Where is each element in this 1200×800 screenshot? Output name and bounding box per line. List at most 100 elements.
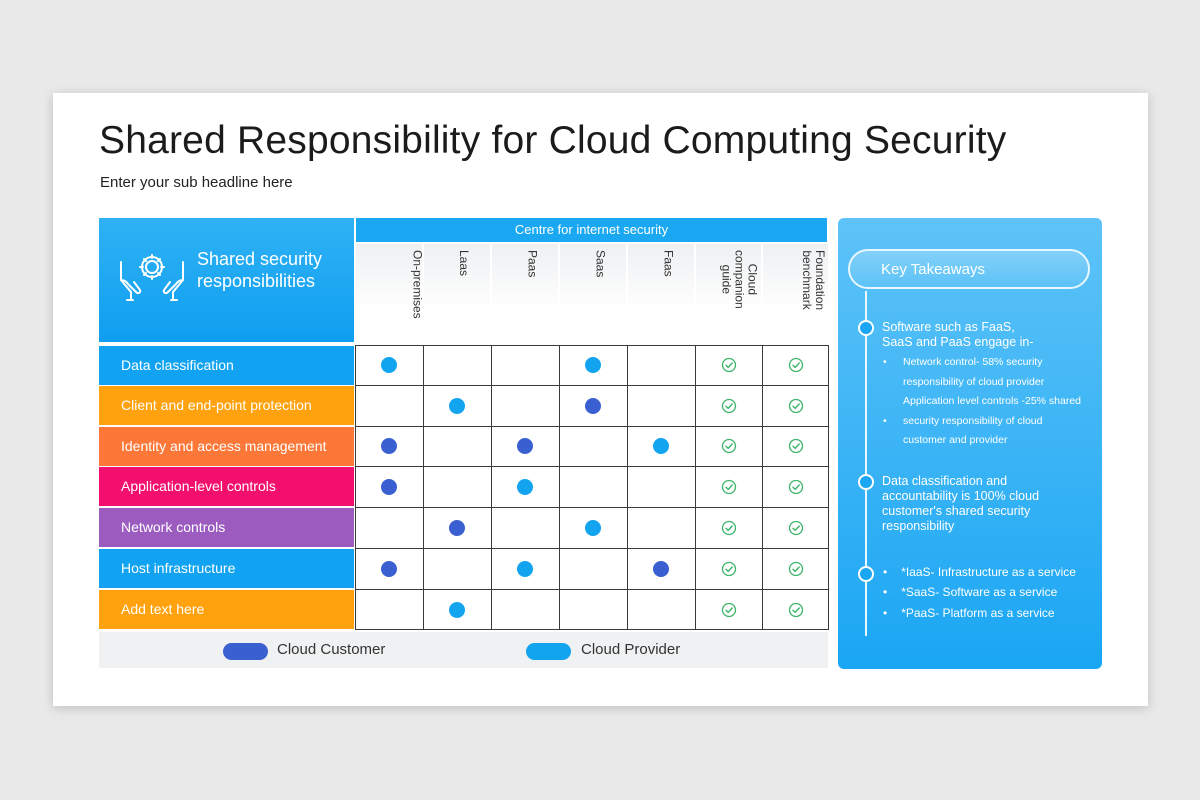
takeaway-text: SaaS and PaaS engage in-	[882, 335, 1034, 349]
check-icon	[721, 438, 737, 454]
check-icon	[721, 602, 737, 618]
timeline-line	[865, 291, 867, 636]
customer-dot	[449, 519, 465, 536]
grid-vline	[355, 345, 356, 630]
grid-hline	[355, 345, 829, 346]
corner-label: Shared security responsibilities	[197, 249, 323, 291]
row-label: Host infrastructure	[99, 549, 354, 588]
check-icon	[721, 398, 737, 414]
column-header: On-premises	[356, 244, 425, 341]
abbreviation-text: *IaaS- Infrastructure as a service	[901, 565, 1076, 579]
column-header-label: Faas	[661, 250, 676, 277]
customer-swatch	[223, 643, 268, 660]
key-takeaways-title: Key Takeaways	[881, 261, 985, 278]
takeaway-subpoints: •Network control- 58% security responsib…	[883, 353, 1093, 451]
check-icon	[788, 479, 804, 495]
provider-dot	[517, 560, 533, 577]
check-icon	[721, 479, 737, 495]
slide: Shared Responsibility for Cloud Computin…	[53, 93, 1148, 706]
sub-bullet: •Network control- 58% security	[883, 356, 1043, 368]
provider-swatch	[526, 643, 571, 660]
sub-bullet: •security responsibility of cloud	[883, 414, 1043, 427]
provider-dot	[449, 601, 465, 618]
check-icon	[721, 561, 737, 577]
abbreviation-bullet: •*IaaS- Infrastructure as a service	[883, 565, 1076, 579]
row-label: Identity and access management	[99, 427, 354, 466]
column-header-label: Laas	[457, 250, 472, 277]
grid-hline	[355, 426, 829, 427]
grid-hline	[355, 629, 829, 630]
takeaway-point-1: Software such as FaaS, SaaS and PaaS eng…	[882, 320, 1092, 350]
customer-dot	[381, 560, 397, 577]
check-icon	[788, 561, 804, 577]
provider-dot	[585, 519, 601, 536]
provider-dot	[381, 357, 397, 373]
grid-vline	[695, 345, 696, 630]
column-header: Faas	[628, 244, 694, 341]
column-header-label: Foundation benchmark	[799, 250, 827, 311]
grid-vline	[423, 345, 424, 630]
check-icon	[788, 438, 804, 454]
slide-title: Shared Responsibility for Cloud Computin…	[99, 119, 1007, 162]
row-label: Network controls	[99, 508, 354, 547]
row-label: Application-level controls	[99, 467, 354, 506]
provider-dot	[517, 478, 533, 495]
timeline-node	[858, 320, 874, 336]
customer-dot	[381, 478, 397, 495]
sub-bullet-text: responsibility of cloud provider	[903, 375, 1045, 388]
grid-vline	[559, 345, 560, 630]
check-icon	[788, 602, 804, 618]
column-header: Paas	[492, 244, 558, 341]
abbreviation-bullet: •*SaaS- Software as a service	[883, 585, 1058, 599]
customer-dot	[653, 560, 669, 577]
takeaway-point-2: Data classification and accountability i…	[882, 474, 1040, 533]
takeaway-text: Software such as FaaS,	[882, 320, 1015, 334]
column-header-label: On-premises	[410, 250, 425, 319]
customer-legend-label: Cloud Customer	[277, 641, 386, 658]
key-takeaways-heading: Key Takeaways	[848, 249, 1090, 289]
row-label: Client and end-point protection	[99, 386, 354, 425]
group-header: Centre for internet security	[356, 218, 827, 242]
column-header-label: Paas	[525, 250, 540, 278]
provider-dot	[585, 357, 601, 373]
timeline-node	[858, 566, 874, 582]
sub-bullet-text: security responsibility of cloud	[903, 414, 1043, 427]
grid-hline	[355, 466, 829, 467]
check-icon	[788, 357, 804, 373]
grid-vline	[828, 345, 829, 630]
sub-bullet-text: Application level controls -25% shared	[903, 395, 1082, 407]
provider-legend-label: Cloud Provider	[581, 641, 681, 658]
customer-dot	[381, 438, 397, 454]
check-icon	[721, 520, 737, 536]
column-header: Laas	[424, 244, 490, 341]
provider-dot	[449, 397, 465, 414]
grid-vline	[491, 345, 492, 630]
grid-hline	[355, 589, 829, 590]
row-label: Data classification	[99, 346, 354, 385]
column-header: Saas	[560, 244, 626, 341]
grid-hline	[355, 385, 829, 386]
abbreviation-text: *PaaS- Platform as a service	[901, 606, 1055, 620]
check-icon	[788, 398, 804, 414]
provider-dot	[653, 438, 669, 454]
slide-subtitle: Enter your sub headline here	[100, 174, 293, 191]
column-header: Cloud companion guide	[696, 244, 761, 341]
row-label: Add text here	[99, 590, 354, 629]
customer-dot	[517, 438, 533, 454]
timeline-node	[858, 474, 874, 490]
column-header: Foundation benchmark	[763, 244, 828, 341]
key-takeaways-panel: Key Takeaways Software such as FaaS, Saa…	[838, 218, 1102, 669]
grid-vline	[627, 345, 628, 630]
grid-hline	[355, 548, 829, 549]
grid-hline	[355, 507, 829, 508]
sub-bullet-text: customer and provider	[903, 434, 1008, 446]
abbreviation-bullet: •*PaaS- Platform as a service	[883, 606, 1055, 620]
grid-vline	[762, 345, 763, 630]
responsibility-grid	[355, 345, 829, 630]
sub-bullet-text: Network control- 58% security	[903, 356, 1043, 368]
hands-gear-icon	[120, 254, 184, 301]
customer-dot	[585, 397, 601, 414]
abbreviation-text: *SaaS- Software as a service	[901, 585, 1058, 599]
check-icon	[788, 520, 804, 536]
check-icon	[721, 357, 737, 373]
